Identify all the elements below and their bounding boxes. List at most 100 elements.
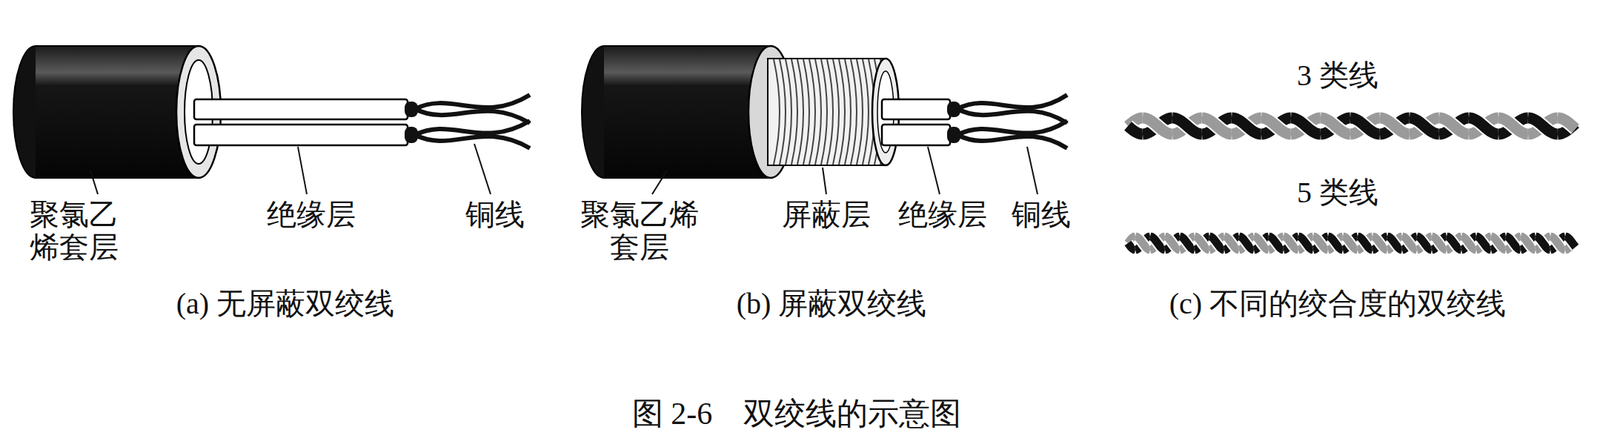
- copper-wire: [957, 108, 1068, 124]
- wire-strand: [1409, 117, 1440, 135]
- wire-strand: [1439, 117, 1469, 135]
- wire-strand: [1387, 236, 1403, 250]
- wire-strand: [1328, 236, 1343, 250]
- cable-category: 3 类线: [1296, 59, 1379, 92]
- wire-strand: [1172, 117, 1203, 135]
- wire-strand: [1164, 236, 1180, 250]
- wire-strand: [1550, 236, 1566, 250]
- cable-category: 5 类线: [1296, 176, 1379, 209]
- wire-strand: [1535, 236, 1551, 250]
- leader-line: [90, 170, 98, 195]
- wire-strand: [1402, 236, 1417, 250]
- wire-strand: [1446, 236, 1462, 250]
- wire-strand: [1127, 125, 1143, 135]
- jacket-edge: [603, 45, 771, 47]
- wire-strand: [1491, 236, 1506, 250]
- copper-wire: [415, 108, 530, 124]
- wire-strand: [1409, 117, 1440, 135]
- copper-wire: [957, 134, 1068, 149]
- wire-strand: [1520, 236, 1536, 250]
- braid-coil: [779, 59, 786, 165]
- braid-coil: [815, 59, 822, 165]
- wire-strand: [1231, 117, 1262, 135]
- wire-strand: [1224, 236, 1240, 250]
- wire-strand: [1150, 236, 1165, 250]
- wire-strand: [1239, 236, 1254, 250]
- wire-strand: [1172, 117, 1203, 135]
- wire-strand: [1372, 236, 1388, 250]
- wire-strand: [1498, 117, 1529, 135]
- wire-strand: [1253, 236, 1269, 250]
- wire-strand: [1313, 236, 1329, 250]
- copper-wire: [957, 120, 1068, 135]
- wire-strand: [1298, 236, 1314, 250]
- wire-strand: [1476, 236, 1492, 250]
- wire-strand: [1127, 243, 1136, 250]
- wire-strand: [1320, 117, 1351, 135]
- wire-strand: [1194, 236, 1210, 250]
- wire-strand: [1557, 117, 1576, 129]
- shielded-cable: [581, 45, 1068, 195]
- part-label: 绝缘层: [266, 198, 356, 232]
- wire-strand: [1498, 117, 1529, 135]
- wire-strand: [1550, 236, 1566, 250]
- wire-strand: [1528, 117, 1558, 135]
- wire-strand: [1127, 243, 1136, 250]
- wire-strand: [1268, 236, 1284, 250]
- wire-strand: [1127, 125, 1143, 135]
- wire-strand: [1439, 117, 1469, 135]
- wire-strand: [1290, 117, 1321, 135]
- wire-strand: [1164, 236, 1180, 250]
- wire-strand: [1372, 236, 1388, 250]
- wire-strand: [1268, 236, 1284, 250]
- wire-strand: [1179, 236, 1195, 250]
- wire-strand: [1565, 236, 1576, 247]
- wire-strand: [1342, 236, 1358, 250]
- wire-strand: [1261, 117, 1291, 135]
- braid-coil: [809, 59, 816, 165]
- wire-strand: [1416, 236, 1432, 250]
- wire-strand: [1290, 117, 1321, 135]
- leader-line: [927, 146, 940, 195]
- leader-line: [652, 170, 667, 195]
- wire-strand: [1179, 236, 1195, 250]
- wire-strand: [1476, 236, 1492, 250]
- wire-strand: [1142, 117, 1173, 135]
- wire-strand: [1142, 117, 1173, 135]
- braid-coil: [850, 59, 857, 165]
- wire-strand: [1328, 236, 1343, 250]
- wire-strand: [1298, 236, 1314, 250]
- wire-strand: [1387, 236, 1403, 250]
- wire-strand: [1320, 117, 1351, 135]
- wire-strand: [1416, 236, 1432, 250]
- wire-strand: [1283, 236, 1299, 250]
- shield-braid: [773, 59, 887, 165]
- part-label: 屏蔽层: [781, 198, 871, 232]
- braid-coil: [862, 59, 869, 165]
- wire-strand: [1150, 236, 1165, 250]
- wire-strand: [1313, 236, 1329, 250]
- wire-strand: [1372, 236, 1388, 250]
- wire-strand: [1261, 117, 1291, 135]
- wire-strand: [1253, 236, 1269, 250]
- wire-strand: [1409, 117, 1440, 135]
- wire-strand: [1290, 117, 1321, 135]
- wire-strand: [1283, 236, 1299, 250]
- wire-strand: [1202, 117, 1232, 135]
- wire-strand: [1528, 117, 1558, 135]
- wire-strand: [1172, 117, 1203, 135]
- wire-strand: [1320, 117, 1351, 135]
- wire-strand: [1135, 236, 1151, 250]
- cat5-twisted-pair: [1127, 236, 1576, 250]
- wire-strand: [1439, 117, 1469, 135]
- unshielded-cable: [13, 45, 530, 195]
- part-label: 聚氯乙烯套层: [579, 198, 700, 264]
- part-label: 铜线: [1011, 198, 1071, 232]
- wire-strand: [1557, 117, 1576, 129]
- wire-strand: [1431, 236, 1447, 250]
- shield-layer: [767, 58, 886, 166]
- wire-strand: [1135, 236, 1151, 250]
- wire-strand: [1328, 236, 1343, 250]
- pvc-jacket: [35, 45, 199, 178]
- wire-strand: [1283, 236, 1299, 250]
